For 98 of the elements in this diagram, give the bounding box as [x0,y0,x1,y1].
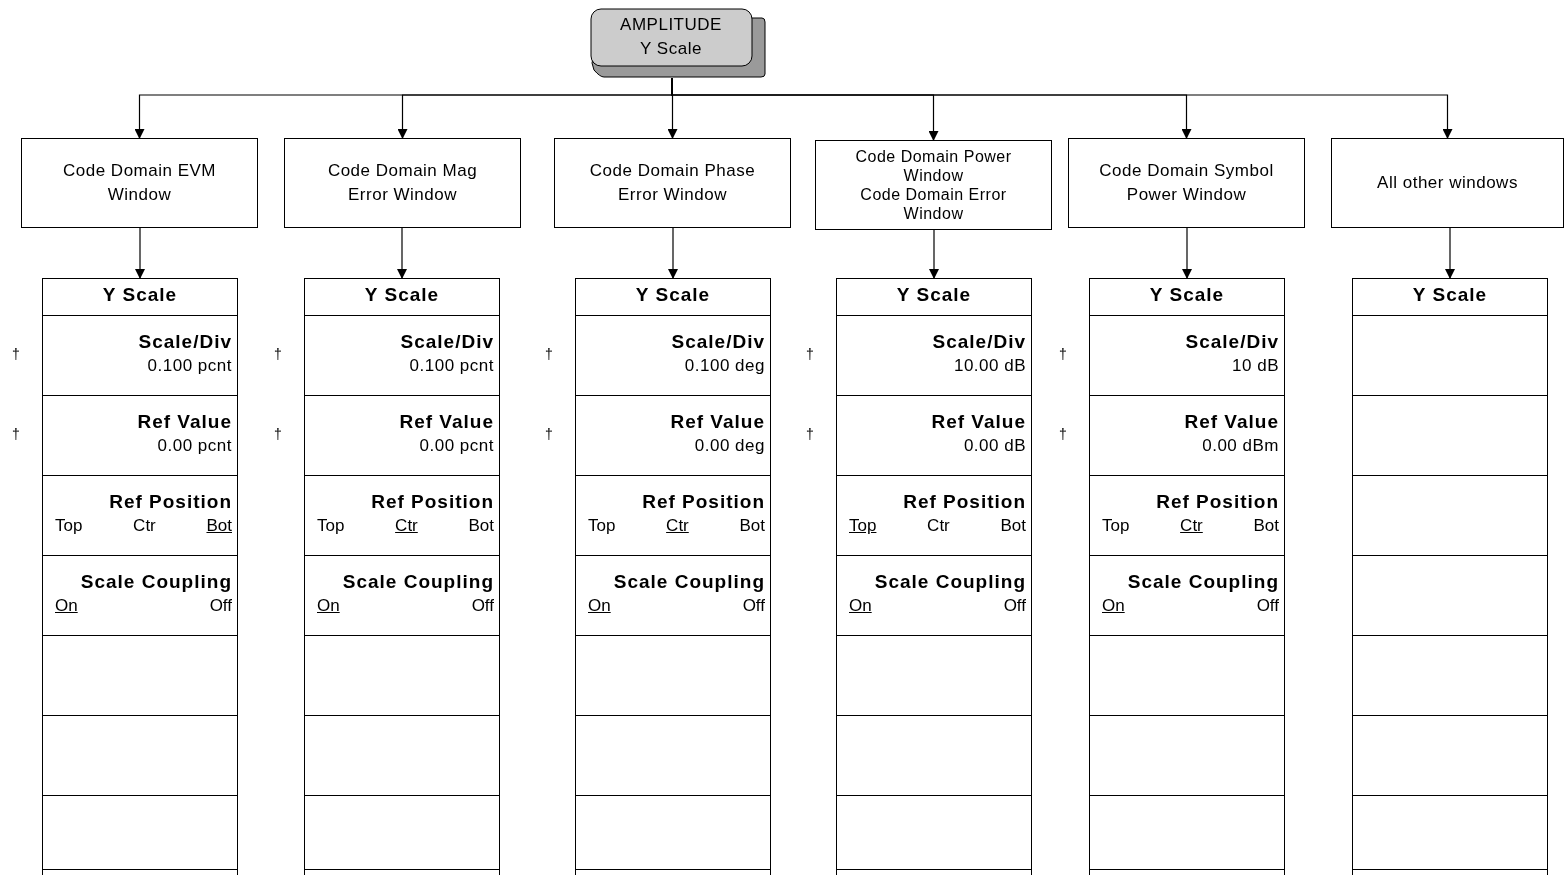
menu-title: Y Scale [363,284,441,306]
option-label: Off [1256,596,1279,616]
softkey-label: Scale Coupling [80,571,232,593]
softkey-label: Ref Position [642,491,765,513]
menu-title: Y Scale [634,284,712,306]
button-label: AMPLITUDE Y Scale [619,14,723,60]
footnote-mark: † [806,426,814,442]
empty-softkey [42,795,238,875]
softkey-value: 0.00 dB [963,436,1026,456]
footnote-mark: † [274,426,282,442]
option-label: Off [742,596,765,616]
softkey-label: Scale Coupling [342,571,494,593]
softkey-label: Scale Coupling [613,571,765,593]
menu-title: Y Scale [895,284,973,306]
softkey-label: Scale Coupling [1127,571,1279,593]
window-box [554,138,791,228]
softkey-label: Ref Value [931,411,1026,433]
footnote-mark: † [1059,426,1067,442]
softkey-value: 0.100 pcnt [409,356,494,376]
arrow [397,227,407,279]
menu-title: Y Scale [1148,284,1226,306]
menu-title: Y Scale [101,284,179,306]
softkey-label: Ref Position [371,491,494,513]
softkey-value: 0.00 deg [694,436,765,456]
option-label: On [1102,596,1125,616]
window-name: Code Domain Mag Error Window [326,160,479,206]
softkey-label: Ref Value [137,411,232,433]
option-label: Top [1102,516,1130,536]
softkey-value: 0.100 deg [684,356,765,376]
softkey-value: 0.00 pcnt [419,436,494,456]
arrow [1182,227,1192,279]
softkey-label: Ref Value [1184,411,1279,433]
arrow [668,227,678,279]
option-label: Top [317,516,345,536]
option-label: Ctr [927,516,950,536]
option-label: Off [209,596,232,616]
option-label: On [55,596,78,616]
empty-softkey [304,795,500,875]
footnote-mark: † [545,346,553,362]
option-label: On [317,596,340,616]
window-name: Code Domain Phase Error Window [588,160,757,206]
softkey-label: Ref Value [399,411,494,433]
softkey-label: Scale/Div [671,331,765,353]
softkey-label: Scale/Div [932,331,1026,353]
softkey-value: 0.00 dBm [1202,436,1279,456]
option-label: On [849,596,872,616]
option-label: On [588,596,611,616]
option-label: Ctr [1180,516,1203,536]
softkey-value: 0.00 pcnt [157,436,232,456]
footnote-mark: † [1059,346,1067,362]
menu-title: Y Scale [1411,284,1489,306]
empty-softkey [836,795,1032,875]
footnote-mark: † [545,426,553,442]
window-name: Code Domain Power Window [854,146,1013,185]
option-label: Off [1003,596,1026,616]
menu-key-button [590,8,766,78]
option-label: Bot [1253,516,1279,536]
softkey-label: Ref Position [903,491,1026,513]
option-label: Ctr [133,516,156,536]
arrow [135,227,145,279]
option-label: Ctr [395,516,418,536]
softkey-value: 10.00 dB [953,356,1026,376]
option-label: Top [588,516,616,536]
option-label: Top [55,516,83,536]
empty-softkey [1089,795,1285,875]
softkey-label: Scale Coupling [874,571,1026,593]
softkey-value: 0.100 pcnt [147,356,232,376]
window-box [284,138,521,228]
window-box [1331,138,1564,228]
option-label: Bot [468,516,494,536]
window-box [21,138,258,228]
softkey-value: 10 dB [1232,356,1279,376]
option-label: Off [471,596,494,616]
arrow [1445,227,1455,279]
footnote-mark: † [274,346,282,362]
footnote-mark: † [12,346,20,362]
softkey-label: Scale/Div [1185,331,1279,353]
empty-softkey [1352,795,1548,875]
option-label: Bot [1000,516,1026,536]
softkey-label: Ref Position [1156,491,1279,513]
footnote-mark: † [806,346,814,362]
window-name: Code Domain EVM Window [62,160,217,206]
footnote-mark: † [12,426,20,442]
softkey-label: Ref Value [670,411,765,433]
option-label: Ctr [666,516,689,536]
arrow [929,229,939,279]
option-label: Bot [739,516,765,536]
softkey-label: Scale/Div [138,331,232,353]
option-label: Top [849,516,877,536]
softkey-label: Scale/Div [400,331,494,353]
window-box [815,140,1052,230]
empty-softkey [575,795,771,875]
softkey-label: Ref Position [109,491,232,513]
window-box [1068,138,1305,228]
option-label: Bot [206,516,232,536]
window-name: Code Domain Error Window [859,185,1008,224]
window-name: Code Domain Symbol Power Window [1098,160,1275,206]
window-name: All other windows [1377,172,1518,195]
